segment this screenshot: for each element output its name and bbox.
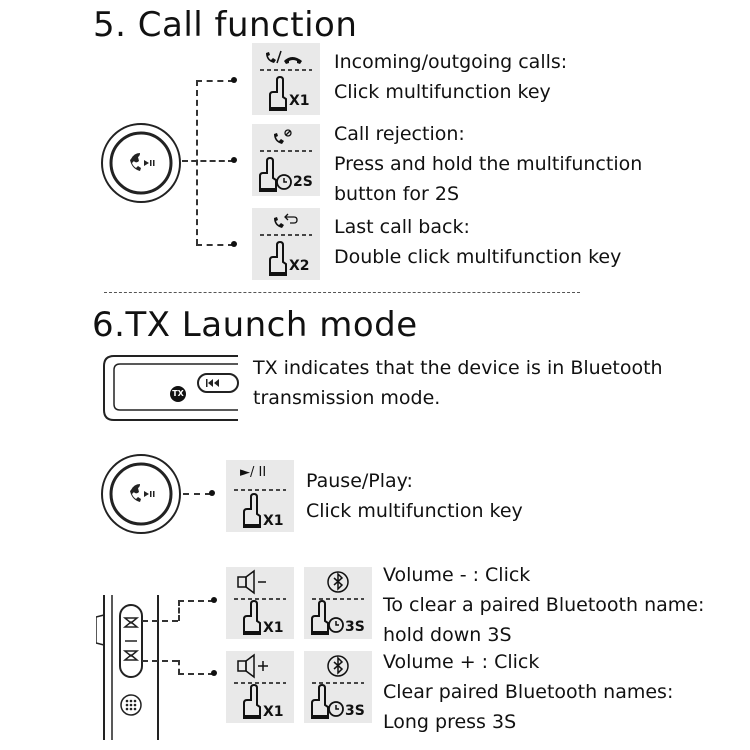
hand-press-icon bbox=[259, 156, 277, 192]
volume-device-illustration bbox=[96, 595, 159, 740]
volume-up-desc-2: Long press 3S bbox=[383, 711, 517, 733]
connector-line bbox=[196, 80, 198, 245]
last-call-back-desc: Double click multifunction key bbox=[334, 246, 622, 268]
connector-dot bbox=[231, 157, 237, 163]
connector-dot bbox=[211, 670, 217, 676]
last-call-back-card: X2 bbox=[252, 208, 320, 280]
hold-duration-badge: 2S bbox=[293, 174, 313, 190]
bluetooth-icon bbox=[311, 571, 364, 635]
section-6-title: 6.TX Launch mode bbox=[92, 305, 418, 345]
tx-description-2: transmission mode. bbox=[253, 387, 441, 409]
hand-press-icon bbox=[269, 240, 287, 276]
press-count-badge: X1 bbox=[263, 704, 284, 720]
press-count-badge: X1 bbox=[289, 93, 310, 109]
play-pause-icon: ►/ II bbox=[240, 465, 267, 480]
volume-up-desc: Clear paired Bluetooth names: bbox=[383, 681, 674, 703]
press-count-badge: X1 bbox=[263, 620, 284, 636]
multifunction-button-icon bbox=[101, 123, 181, 203]
call-rejection-card: 2S bbox=[252, 124, 320, 196]
incoming-outgoing-call-card: X1 bbox=[252, 43, 320, 115]
tx-badge: TX bbox=[172, 389, 184, 398]
multifunction-button-icon bbox=[101, 454, 181, 534]
connector-line bbox=[178, 600, 180, 621]
hand-press-icon bbox=[234, 489, 286, 528]
hold-duration-badge: 3S bbox=[345, 703, 365, 719]
volume-up-title: Volume + : Click bbox=[383, 651, 540, 673]
clear-paired-names-card: 3S bbox=[304, 651, 372, 723]
pause-play-card: ►/ II X1 bbox=[226, 460, 294, 532]
connector-line bbox=[178, 660, 180, 674]
press-count-badge: X1 bbox=[263, 513, 284, 529]
connector-dot bbox=[211, 597, 217, 603]
volume-down-title: Volume - : Click bbox=[383, 564, 531, 586]
connector-line bbox=[178, 600, 214, 602]
bluetooth-icon bbox=[311, 655, 364, 719]
connector-line bbox=[142, 620, 178, 622]
connector-line bbox=[183, 493, 211, 495]
call-rejection-desc: Press and hold the multifunction bbox=[334, 153, 643, 175]
call-rejection-title: Call rejection: bbox=[334, 123, 465, 145]
connector-dot bbox=[231, 241, 237, 247]
volume-down-card: X1 bbox=[226, 567, 294, 639]
call-rejection-desc-2: button for 2S bbox=[334, 183, 460, 205]
volume-down-desc-2: hold down 3S bbox=[383, 624, 512, 646]
section-divider bbox=[104, 292, 580, 293]
hand-press-icon bbox=[269, 75, 287, 111]
phone-reject-icon bbox=[259, 129, 312, 192]
connector-line bbox=[182, 160, 234, 162]
phone-answer-hangup-icon bbox=[260, 50, 312, 111]
connector-dot bbox=[209, 490, 215, 496]
clock-icon bbox=[276, 174, 292, 190]
last-call-back-title: Last call back: bbox=[334, 216, 470, 238]
connector-line bbox=[142, 660, 178, 662]
connector-dot bbox=[231, 77, 237, 83]
phone-callback-icon bbox=[260, 213, 312, 276]
volume-down-icon bbox=[234, 569, 286, 635]
incoming-outgoing-title: Incoming/outgoing calls: bbox=[334, 51, 568, 73]
pause-play-desc: Click multifunction key bbox=[306, 500, 523, 522]
tx-description: TX indicates that the device is in Bluet… bbox=[253, 357, 663, 379]
volume-down-desc: To clear a paired Bluetooth name: bbox=[383, 594, 705, 616]
connector-line bbox=[196, 244, 234, 246]
section-5-title: 5. Call function bbox=[93, 5, 358, 45]
connector-line bbox=[178, 673, 214, 675]
press-count-badge: X2 bbox=[289, 258, 310, 274]
pause-play-title: Pause/Play: bbox=[306, 470, 413, 492]
connector-line bbox=[196, 80, 234, 82]
tx-device-illustration bbox=[103, 355, 239, 421]
volume-up-icon bbox=[234, 653, 286, 719]
volume-up-card: X1 bbox=[226, 651, 294, 723]
hold-duration-badge: 3S bbox=[345, 619, 365, 635]
incoming-outgoing-desc: Click multifunction key bbox=[334, 81, 551, 103]
clear-pairing-card: 3S bbox=[304, 567, 372, 639]
